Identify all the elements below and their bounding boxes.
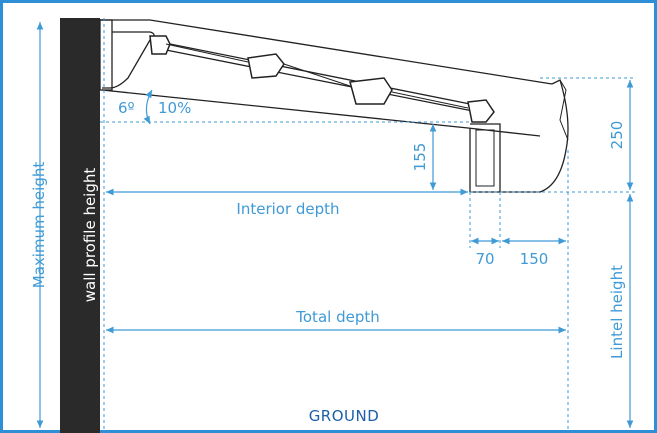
lintel-height-label: Lintel height <box>608 265 626 359</box>
angle-max-label: 10% <box>158 99 191 117</box>
front-height-label: 250 <box>608 121 626 150</box>
interior-depth-label: Interior depth <box>236 200 339 218</box>
reference-lines <box>100 18 636 433</box>
total-depth-label: Total depth <box>295 308 379 326</box>
angle-min-label: 6º <box>118 99 135 117</box>
roof-profile <box>99 19 569 193</box>
wall-profile-height-label: wall profile height <box>81 168 99 303</box>
ground-label: GROUND <box>309 407 380 425</box>
maximum-height-label: Maximum height <box>30 162 48 289</box>
gutter-width-label: 70 <box>475 250 494 268</box>
slope-angle-arc <box>143 89 153 125</box>
gutter-drop-label: 155 <box>411 143 429 172</box>
front-overhang-label: 150 <box>520 250 549 268</box>
wall-column <box>60 18 100 433</box>
